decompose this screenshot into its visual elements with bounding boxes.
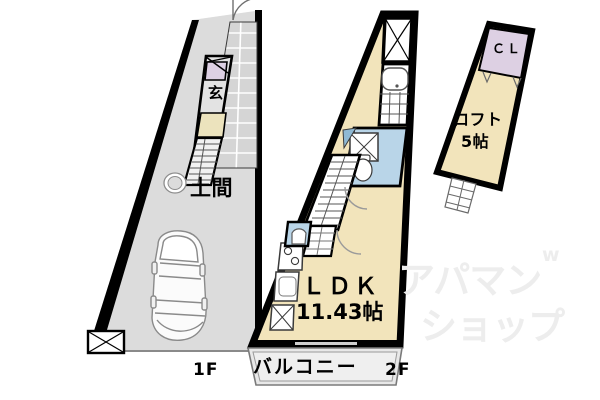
room-label-ldk: ＬＤＫ [302, 274, 380, 300]
entrance-door-arc [232, 0, 251, 21]
car-icon [150, 230, 208, 341]
washroom [342, 126, 409, 188]
room-label-loft: ロフト [453, 110, 503, 129]
doma-base-line [88, 350, 262, 352]
room-label-balcony: バルコニー [253, 356, 358, 378]
doma-fixture [163, 172, 187, 194]
roof-void-2f [381, 16, 414, 64]
genkan-closet [204, 61, 228, 81]
balcony-inner [252, 351, 398, 382]
loft-ladder [444, 177, 477, 214]
meter-box-1f [86, 329, 126, 355]
floor-caption-2f: 2F [385, 360, 411, 380]
floor-2f-group [246, 10, 419, 386]
room-label-genkan: 玄 [208, 84, 224, 102]
room-area-ldk: 11.43帖 [296, 300, 384, 324]
room-label-doma: 土間 [190, 176, 233, 200]
loft-group [433, 20, 536, 214]
floor-caption-1f: 1F [193, 360, 219, 380]
doma-outer-wall-right [255, 10, 262, 350]
floor-1f-group [86, 0, 262, 355]
room-area-loft: 5帖 [461, 132, 490, 151]
room-label-closet: ＣＬ [492, 42, 523, 57]
genkan-step [196, 112, 227, 138]
loft-closet-marks [482, 71, 522, 89]
doma-outer-wall-left [88, 20, 199, 350]
balcony-sill-gap [295, 342, 357, 345]
kitchen-group [269, 220, 313, 331]
stairs-1f [182, 136, 224, 187]
bath-unit [377, 62, 412, 127]
